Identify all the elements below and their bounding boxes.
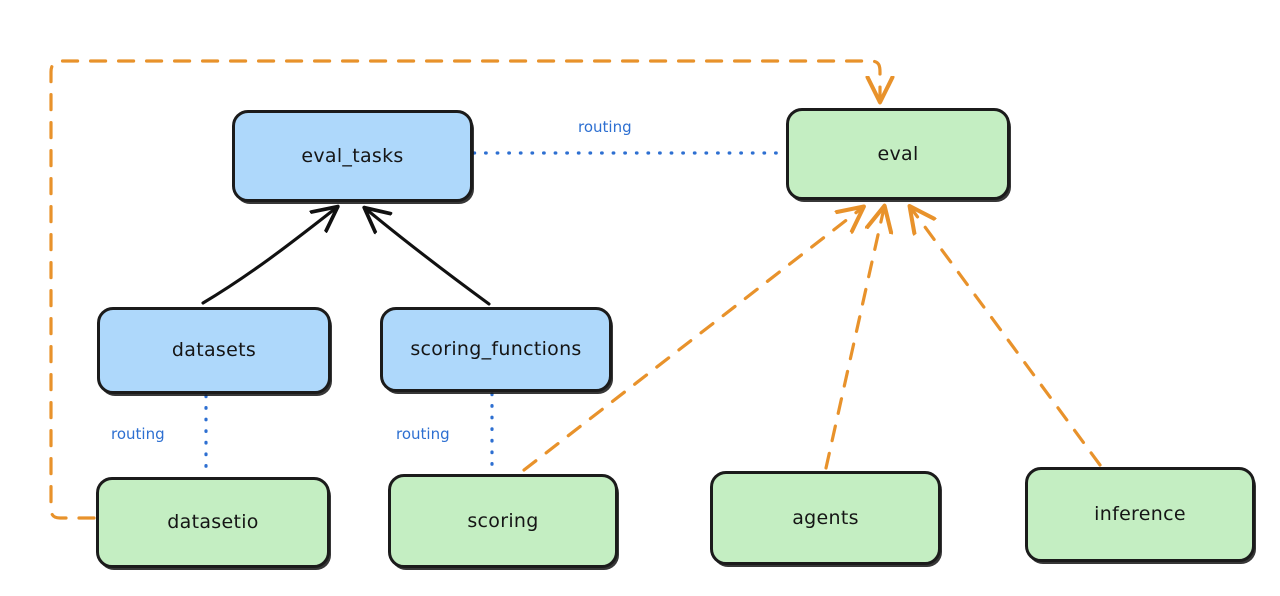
node-datasets[interactable]: datasets	[97, 307, 331, 394]
edge-scoring-functions-to-eval-tasks	[366, 209, 491, 306]
node-eval-tasks[interactable]: eval_tasks	[232, 110, 473, 202]
node-scoring-functions[interactable]: scoring_functions	[380, 307, 612, 392]
node-inference[interactable]: inference	[1025, 467, 1255, 562]
node-agents-label: agents	[792, 506, 859, 529]
node-eval-label: eval	[877, 142, 919, 165]
edge-label-routing-scoring-functions-scoring: routing	[396, 425, 450, 443]
node-inference-label: inference	[1094, 503, 1186, 526]
node-eval[interactable]: eval	[786, 108, 1010, 200]
node-eval-tasks-label: eval_tasks	[301, 144, 404, 167]
node-datasetio-label: datasetio	[167, 511, 259, 534]
edge-agents-to-eval	[824, 208, 884, 470]
edge-datasets-to-eval-tasks	[201, 208, 336, 305]
node-agents[interactable]: agents	[710, 471, 941, 565]
edge-label-routing-datasets-datasetio: routing	[111, 425, 165, 443]
node-datasetio[interactable]: datasetio	[96, 477, 330, 568]
node-scoring-label: scoring	[467, 509, 539, 532]
node-datasets-label: datasets	[171, 339, 257, 362]
edge-inference-to-eval	[911, 208, 1102, 467]
edge-label-routing-eval-tasks-eval: routing	[578, 118, 632, 136]
node-scoring-functions-label: scoring_functions	[410, 338, 582, 361]
node-scoring[interactable]: scoring	[388, 474, 618, 568]
